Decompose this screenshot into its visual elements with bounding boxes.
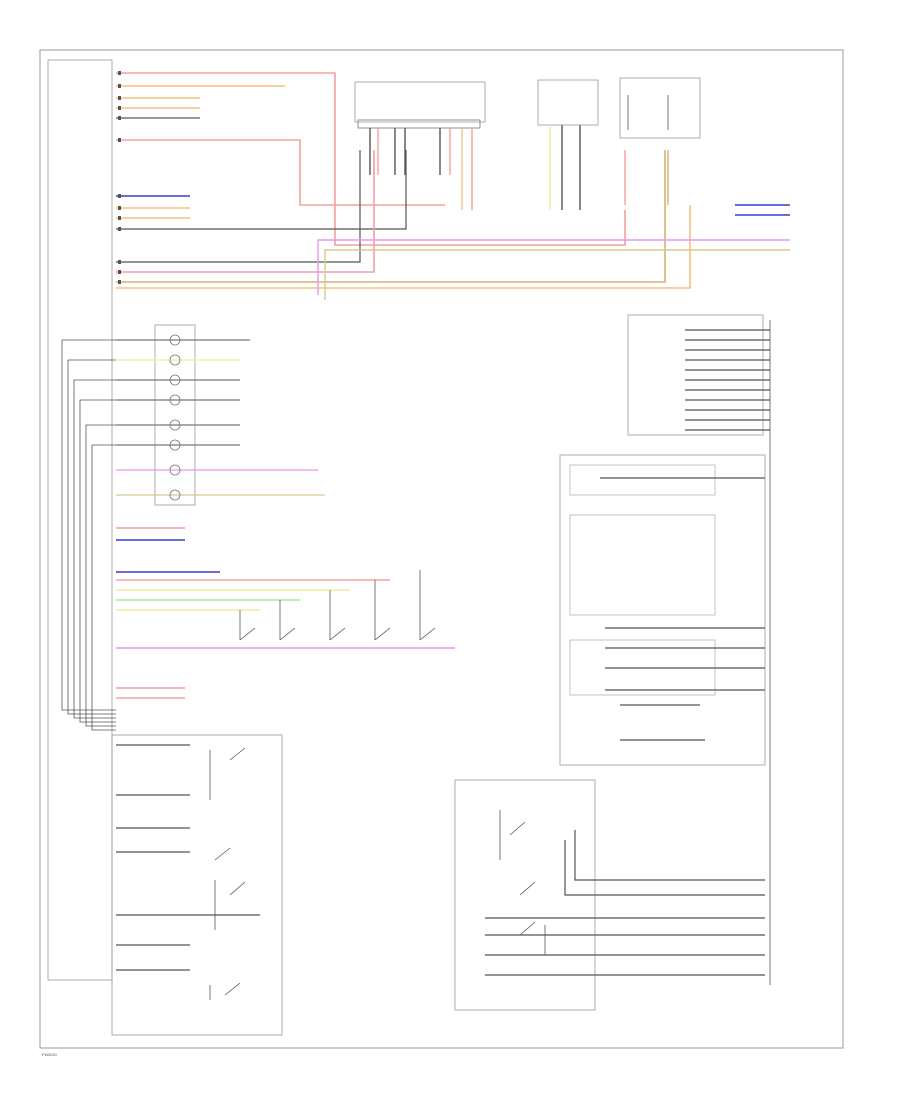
- top-right-module-drops: [549, 125, 581, 210]
- bottom-left-switch-rows: [116, 744, 260, 971]
- lower-red-pair: [116, 687, 185, 699]
- bottom-left-switch-contacts: [209, 747, 246, 1000]
- wire-orange-6: [116, 205, 691, 289]
- turn-signal-wires: [485, 830, 765, 976]
- wire-red-2: [116, 139, 445, 206]
- top-center-module: [354, 81, 486, 123]
- wire-gray-3: [116, 150, 361, 263]
- wire-tan-1: [116, 150, 666, 283]
- top-wire-group: [116, 72, 691, 289]
- right-multifunction-switch-module: [559, 454, 766, 766]
- fuse-block: [619, 77, 701, 139]
- right-submodule-2: [569, 514, 716, 616]
- steering-column-module-box: [47, 59, 113, 981]
- top-center-drops: [369, 128, 473, 210]
- turn-signal-contacts: [499, 810, 546, 955]
- diagram-frame: [39, 49, 844, 1049]
- diagram-corner-id: FW6031: [42, 1052, 58, 1057]
- top-center-connector: [357, 119, 481, 129]
- bottom-left-switch-module: [111, 734, 283, 1036]
- left-bus-lines: [61, 339, 116, 731]
- right-upper-connector-rows: [685, 329, 770, 431]
- right-top-wires: [317, 204, 790, 300]
- middle-connector-rows: [116, 339, 325, 496]
- wire-red-3: [116, 150, 375, 273]
- wire-red-1: [116, 72, 626, 246]
- right-switch-wires: [600, 477, 765, 741]
- switch-ladder-wires: [116, 571, 455, 649]
- red-blue-pair: [116, 527, 185, 541]
- right-submodule-1: [569, 464, 716, 496]
- wire-gray-2: [116, 150, 407, 230]
- middle-connector-circles: [169, 334, 181, 501]
- switch-ladder-contacts: [239, 570, 436, 641]
- top-right-module: [537, 79, 599, 126]
- connector-pin-markers: [118, 71, 121, 284]
- right-upper-connector-block: [627, 314, 764, 436]
- middle-connector-block: [154, 324, 196, 506]
